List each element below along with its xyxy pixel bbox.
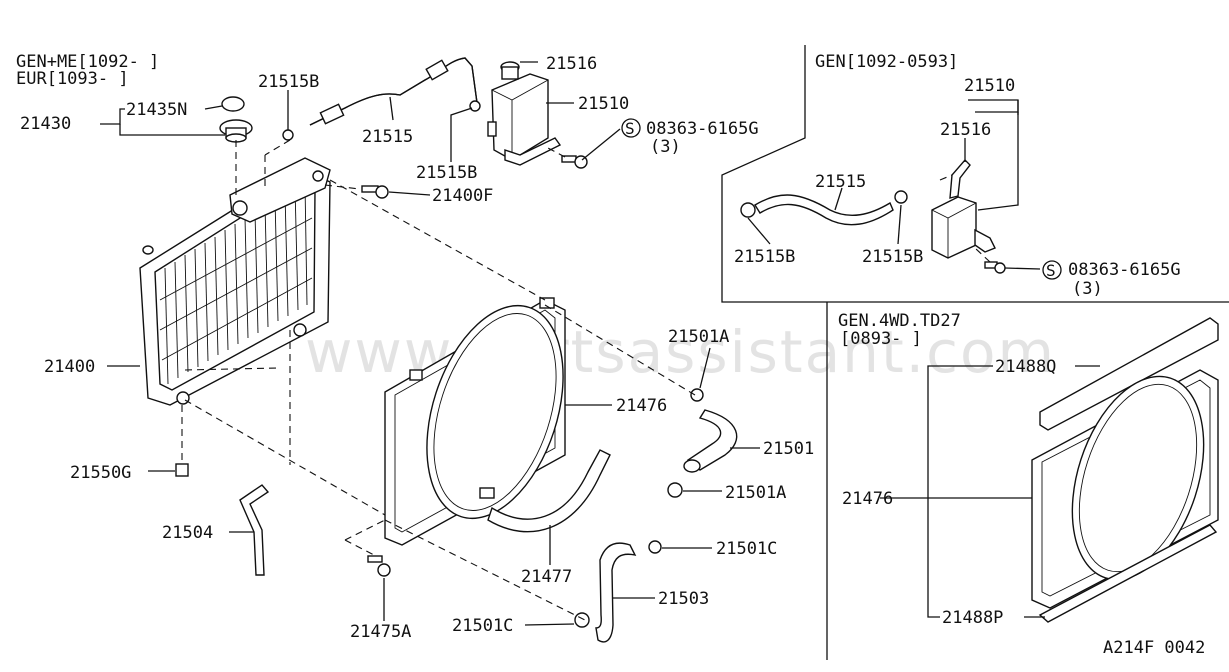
assembly-lines <box>181 139 696 621</box>
bolt-symbol-s-variant: S <box>1042 260 1062 280</box>
label-21488q: 21488Q <box>995 357 1056 377</box>
svg-text:S: S <box>1046 261 1056 280</box>
label-21501a-top: 21501A <box>668 327 729 347</box>
label-21503: 21503 <box>658 589 709 609</box>
label-21515: 21515 <box>362 127 413 147</box>
label-08363-6165g: 08363-6165G <box>646 119 759 139</box>
label-21400f: 21400F <box>432 186 493 206</box>
label-21400: 21400 <box>44 357 95 377</box>
label-21516: 21516 <box>546 54 597 74</box>
leader-lines-main <box>100 61 760 626</box>
label-21477: 21477 <box>521 567 572 587</box>
hose-clamp-variant-right[interactable] <box>894 190 908 204</box>
label-variant-qty-3: (3) <box>1072 279 1103 299</box>
label-21515b-mid: 21515B <box>416 163 477 183</box>
hose-clamp-variant-left[interactable] <box>740 202 756 218</box>
svg-text:S: S <box>625 119 635 138</box>
bolt-symbol-s: S <box>621 118 641 138</box>
label-21476: 21476 <box>616 396 667 416</box>
bolt-variant[interactable] <box>984 261 1006 274</box>
hose-clamp-21501a-bottom[interactable] <box>667 482 683 498</box>
label-21488p: 21488P <box>942 608 1003 628</box>
overflow-hose-variant[interactable] <box>754 194 894 226</box>
lower-hose[interactable] <box>595 542 637 643</box>
lower-shroud[interactable] <box>487 449 611 533</box>
label-21510: 21510 <box>578 94 629 114</box>
label-21501c-right: 21501C <box>716 539 777 559</box>
label-qty-3: (3) <box>650 137 681 157</box>
label-21435n: 21435N <box>126 100 187 120</box>
fan-shroud-variant[interactable] <box>1031 360 1228 609</box>
leader-lines-top-right <box>747 99 1041 270</box>
label-21550g: 21550G <box>70 463 131 483</box>
reservoir-tank-variant[interactable] <box>931 158 996 259</box>
shroud-bolt[interactable] <box>367 555 391 577</box>
header-bottom-right-line1: GEN.4WD.TD27 <box>838 311 961 331</box>
label-variant-08363-6165g: 08363-6165G <box>1068 260 1181 280</box>
hose-clamp-21501c-left[interactable] <box>574 612 590 628</box>
drain-hose[interactable] <box>239 484 270 576</box>
hose-clamp-top[interactable] <box>282 129 294 141</box>
upper-hose[interactable] <box>683 409 738 473</box>
header-main-line1: GEN+ME[1092- ] <box>16 52 159 72</box>
label-variant-21515b-right: 21515B <box>862 247 923 267</box>
cap-seal[interactable] <box>221 96 245 112</box>
label-variant-21515: 21515 <box>815 172 866 192</box>
label-21501c-left: 21501C <box>452 616 513 636</box>
label-variant-21516: 21516 <box>940 120 991 140</box>
label-21430: 21430 <box>20 114 71 134</box>
drain-plug[interactable] <box>175 463 189 477</box>
fan-shroud[interactable] <box>384 288 588 546</box>
shroud-seal-upper[interactable] <box>1039 317 1219 431</box>
bolt-21400f[interactable] <box>361 185 389 199</box>
label-variant-21515b-left: 21515B <box>734 247 795 267</box>
hose-clamp-21501c-right[interactable] <box>648 540 662 554</box>
label-variant-21476: 21476 <box>842 489 893 509</box>
label-variant-21510: 21510 <box>964 76 1015 96</box>
label-21515b-top: 21515B <box>258 72 319 92</box>
header-bottom-right-line2: [0893- ] <box>840 329 922 349</box>
reservoir-tank[interactable] <box>491 61 562 166</box>
bolt-08363[interactable] <box>561 155 588 169</box>
label-21501a-bottom: 21501A <box>725 483 786 503</box>
shroud-seal-lower[interactable] <box>1038 524 1218 623</box>
header-main-line2: EUR[1093- ] <box>16 69 129 89</box>
header-top-right: GEN[1092-0593] <box>815 52 958 72</box>
radiator-cap[interactable] <box>219 119 253 143</box>
hose-clamp-mid[interactable] <box>469 100 497 137</box>
overflow-hose[interactable] <box>309 57 479 126</box>
label-21501: 21501 <box>763 439 814 459</box>
label-21504: 21504 <box>162 523 213 543</box>
section-dividers <box>721 45 1229 660</box>
diagram-code: A214F 0042 <box>1103 638 1205 658</box>
leader-lines-bottom-right <box>880 365 1100 618</box>
radiator[interactable] <box>139 157 331 406</box>
hose-clamp-21501a-top[interactable] <box>690 388 704 402</box>
label-21475a: 21475A <box>350 622 411 642</box>
